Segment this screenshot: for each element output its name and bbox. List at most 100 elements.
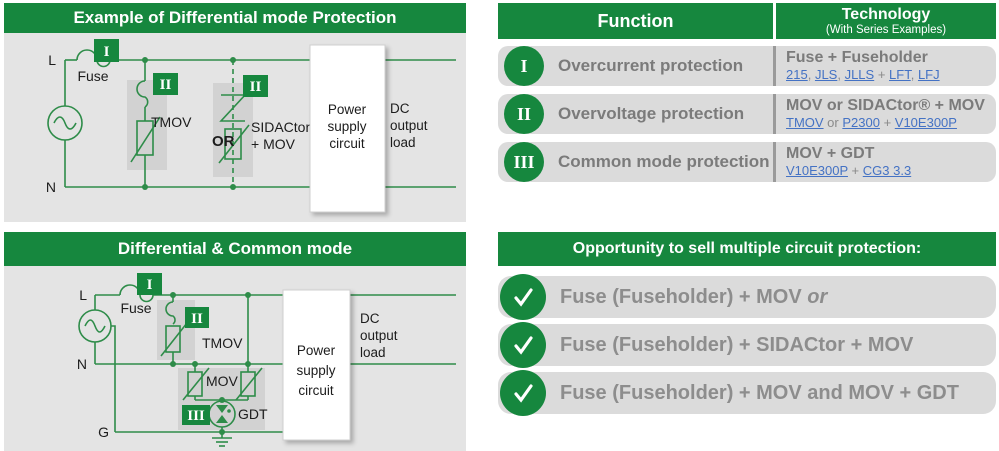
technology-title: Fuse + Fuseholder — [786, 49, 928, 66]
badge-overvoltage-sidactor: II — [243, 75, 268, 97]
opportunity-item: Fuse (Fuseholder) + SIDACtor + MOV — [498, 322, 996, 368]
series-link-tmov[interactable]: TMOV — [786, 115, 824, 130]
function-column-header: Function — [597, 11, 674, 31]
checkmark-icon — [500, 322, 546, 368]
svg-text:I: I — [104, 44, 110, 60]
series-links: TMOV or P2300 + V10E300P — [786, 115, 996, 130]
series-link-v10e300p[interactable]: V10E300P — [894, 115, 957, 130]
junction-dots — [170, 292, 251, 435]
opportunity-item: Fuse (Fuseholder) + MOV or — [498, 274, 996, 320]
differential-mode-panel-title: Example of Differential mode Protection — [4, 3, 466, 33]
technology-cell: Fuse + Fuseholder 215, JLS, JLLS + LFT, … — [773, 46, 996, 86]
technology-cell: MOV + GDT V10E300P + CG3 3.3 — [773, 142, 996, 182]
mov-label: MOV — [206, 373, 239, 389]
line-n-label: N — [77, 356, 87, 372]
svg-text:II: II — [250, 79, 262, 95]
svg-text:circuit: circuit — [298, 383, 334, 398]
junction-dots — [142, 57, 236, 190]
checkmark-icon — [500, 370, 546, 416]
tmov-label: TMOV — [202, 335, 243, 351]
badge-overvoltage: II — [185, 307, 209, 328]
series-separator: + — [847, 163, 863, 178]
roman-numeral-badge: III — [504, 142, 544, 182]
badge-common-mode: III — [182, 405, 210, 425]
series-links: 215, JLS, JLLS + LFT, LFJ — [786, 67, 996, 82]
badge-overcurrent: I — [137, 273, 162, 295]
svg-text:Power: Power — [297, 343, 336, 358]
power-supply-box: Power supply circuit — [309, 44, 386, 213]
technology-title: MOV + GDT — [786, 145, 875, 162]
svg-text:circuit: circuit — [329, 136, 365, 151]
table-row-overcurrent: I Overcurrent protection Fuse + Fusehold… — [498, 46, 996, 86]
series-separator: + — [874, 67, 890, 82]
fuse-label: Fuse — [120, 300, 151, 316]
series-link-cg3-3-3[interactable]: CG3 3.3 — [862, 163, 912, 178]
series-link-lfj[interactable]: LFJ — [917, 67, 940, 82]
thermal-link-icon — [136, 80, 149, 108]
opportunity-item-label: Fuse (Fuseholder) + MOV or — [560, 286, 828, 308]
svg-text:output: output — [360, 328, 398, 343]
varistor-icon — [224, 128, 242, 160]
svg-text:I: I — [147, 277, 153, 293]
line-l-label: L — [48, 52, 56, 68]
differential-common-diagram: I II III L N G Fuse TMOV MOV GDT — [4, 266, 466, 451]
function-label: Overcurrent protection — [558, 56, 744, 75]
function-label: Common mode protection — [558, 152, 770, 171]
svg-text:supply: supply — [296, 363, 335, 378]
differential-common-panel: Differential & Common mode — [4, 232, 466, 451]
svg-text:supply: supply — [327, 119, 366, 134]
badge-overvoltage-tmov: II — [153, 73, 178, 95]
gdt-label: GDT — [238, 406, 268, 422]
dc-output-load-label: DC output load — [390, 101, 428, 150]
table-header: Function Technology (With Series Example… — [498, 3, 996, 39]
line-l-label: L — [79, 287, 87, 303]
technology-subtitle: (With Series Examples) — [825, 24, 947, 36]
opportunity-section: Opportunity to sell multiple circuit pro… — [498, 232, 996, 416]
series-link-jls[interactable]: JLS — [814, 67, 838, 82]
opportunity-title: Opportunity to sell multiple circuit pro… — [498, 232, 996, 266]
series-link-jlls[interactable]: JLLS — [844, 67, 875, 82]
differential-common-panel-title: Differential & Common mode — [4, 232, 466, 266]
thermal-link-icon — [165, 301, 176, 325]
series-separator: , — [837, 67, 845, 82]
power-supply-box: Power supply circuit — [282, 289, 351, 441]
checkmark-icon — [500, 274, 546, 320]
svg-text:III: III — [187, 408, 205, 424]
badge-overcurrent: I — [94, 39, 119, 62]
opportunity-item-label: Fuse (Fuseholder) + SIDACtor + MOV — [560, 334, 914, 356]
svg-text:Power: Power — [328, 102, 367, 117]
tmov-label: TMOV — [151, 114, 192, 130]
technology-column-header: Technology (With Series Examples) — [773, 3, 996, 39]
svg-text:II: II — [160, 77, 172, 93]
technology-cell: MOV or SIDACtor® + MOV TMOV or P2300 + V… — [773, 94, 996, 134]
line-g-label: G — [98, 424, 109, 440]
dc-output-load-label: DC output load — [360, 311, 398, 360]
series-separator: , — [807, 67, 815, 82]
sidactor-label: SIDACtor — [251, 119, 310, 135]
svg-text:load: load — [360, 345, 386, 360]
svg-text:DC: DC — [360, 311, 380, 326]
differential-mode-panel: Example of Differential mode Protection — [4, 3, 466, 222]
series-links: V10E300P + CG3 3.3 — [786, 163, 996, 178]
sidactor-icon — [219, 94, 247, 122]
sidactor-label-2: + MOV — [251, 136, 296, 152]
opportunity-item: Fuse (Fuseholder) + MOV and MOV + GDT — [498, 370, 996, 416]
differential-mode-diagram: I II II L N Fuse TMOV OR SIDACtor + MOV — [4, 33, 466, 222]
series-link-p2300[interactable]: P2300 — [842, 115, 880, 130]
roman-numeral-badge: I — [504, 46, 544, 86]
function-label: Overvoltage protection — [558, 104, 745, 123]
series-separator: , — [910, 67, 918, 82]
roman-numeral-badge: II — [504, 94, 544, 134]
function-technology-table: Function Technology (With Series Example… — [498, 3, 996, 182]
line-n-label: N — [46, 179, 56, 195]
or-label: OR — [212, 133, 235, 150]
technology-title: MOV or SIDACtor® + MOV — [786, 97, 985, 114]
fuse-label: Fuse — [77, 68, 108, 84]
series-separator: or — [823, 115, 843, 130]
series-link-v10e300p[interactable]: V10E300P — [786, 163, 848, 178]
series-link-lft[interactable]: LFT — [889, 67, 911, 82]
series-link-215[interactable]: 215 — [786, 67, 808, 82]
svg-text:output: output — [390, 118, 428, 133]
circuit-wires — [47, 49, 456, 188]
